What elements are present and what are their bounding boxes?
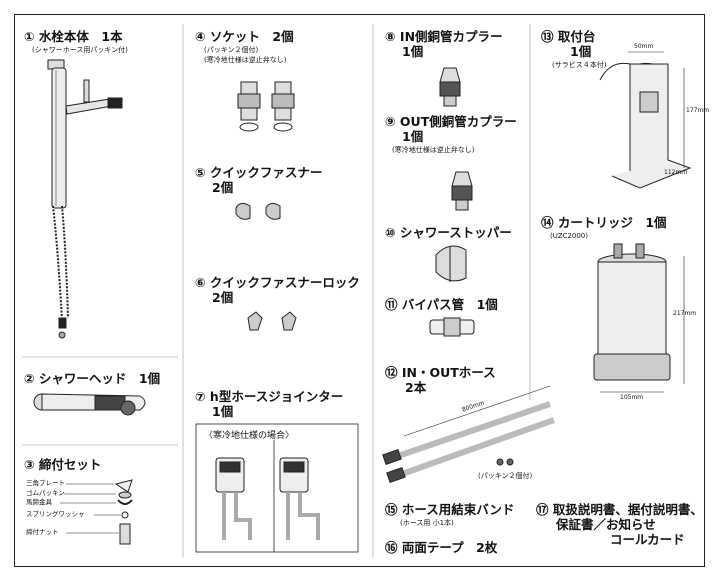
item-1-note: (シャワーホース用パッキン付) [32, 46, 128, 54]
item-14-dim-height: 217mm [673, 310, 697, 317]
item-14-label: ⑭ カートリッジ 1個 [541, 215, 667, 230]
item-11-label: ⑪ バイパス管 1個 [385, 297, 498, 312]
item-9-qty: 1個 [402, 129, 424, 144]
item-9-label: ⑨ OUT側銅管カプラー [385, 114, 517, 129]
mounting-base-icon [599, 51, 692, 189]
item-3-part: 馬蹄金具 [26, 498, 52, 506]
item-10-label: ⑩ シャワーストッパー [385, 225, 512, 240]
item-5-label: ⑤ クイックファスナー [195, 165, 323, 180]
item-17-label: ⑰ 取扱説明書、据付説明書、 [536, 502, 703, 517]
item-15-note: (ホース用 小1本) [400, 519, 454, 527]
in-copper-coupler-icon [439, 67, 461, 107]
item-1-label: ① 水栓本体 1本 [24, 29, 123, 44]
item-3-part: 締付ナット [26, 528, 59, 536]
item-6-label: ⑥ クイックファスナーロック [195, 275, 360, 290]
item-13-qty: 1個 [570, 44, 592, 59]
item-13-dim-height: 177mm [686, 107, 710, 114]
item-8-label: ⑧ IN側銅管カプラー [385, 29, 503, 44]
item-13-label: ⑬ 取付台 [541, 29, 596, 44]
in-out-hose-icon [382, 385, 556, 483]
item-3-part: ゴムパッキン [26, 489, 65, 497]
item-16-label: ⑯ 両面テープ 2枚 [385, 540, 498, 555]
item-13-note: (サラビス４本付) [552, 61, 607, 69]
item-3-part: スプリングワッシャ [26, 510, 85, 518]
sheet-border [14, 14, 705, 567]
bypass-pipe-icon [429, 317, 475, 337]
item-4-label: ④ ソケット 2個 [195, 29, 294, 44]
item-14-note: (UZC2000) [550, 232, 588, 240]
item-7-label: ⑦ h型ホースジョインター [195, 389, 344, 404]
item-6-qty: 2個 [212, 290, 234, 305]
item-12-qty: 2本 [405, 380, 427, 395]
shower-head-icon [33, 393, 146, 416]
quick-fastener-lock-icon [247, 311, 297, 331]
item-13-dim-width: 50mm [634, 43, 654, 50]
item-15-label: ⑮ ホース用結束バンド [385, 502, 515, 517]
item-14-dim-width: 105mm [620, 394, 644, 401]
item-4-note: (寒冷地仕様は逆止弁なし) [204, 56, 287, 64]
quick-fastener-icon [235, 202, 281, 220]
item-12-note: (パッキン２個付) [478, 472, 533, 480]
item-8-qty: 1個 [402, 44, 424, 59]
socket-icon [237, 81, 295, 132]
fastening-set-icon [60, 479, 133, 545]
faucet-body-icon [47, 59, 123, 339]
item-7-qty: 1個 [212, 404, 234, 419]
item-3-label: ③ 締付セット [24, 457, 102, 472]
cartridge-icon [593, 243, 685, 393]
item-12-label: ⑫ IN・OUTホース [385, 365, 496, 380]
shower-stopper-icon [435, 245, 467, 282]
item-9-note: (寒冷地仕様は逆止弁なし) [392, 146, 475, 154]
item-3-part: 三角プレート [26, 479, 65, 487]
item-17-line3: コールカード [610, 532, 685, 547]
h-hose-jointer-icon [195, 423, 359, 553]
item-17-line2: 保証書／お知らせ [556, 517, 656, 532]
item-4-note: (パッキン２個付) [204, 46, 259, 54]
out-copper-coupler-icon [451, 171, 473, 211]
item-13-dim-depth: 112mm [664, 169, 688, 176]
item-7-box-label: 〈寒冷地仕様の場合〉 [204, 431, 295, 441]
item-5-qty: 2個 [212, 180, 234, 195]
item-2-label: ② シャワーヘッド 1個 [24, 371, 161, 386]
